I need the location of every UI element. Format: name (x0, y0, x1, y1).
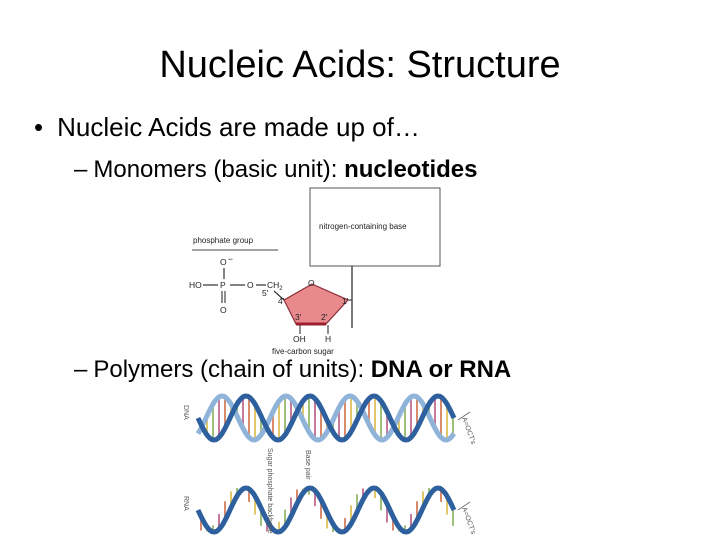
monomers-prefix: Monomers (basic unit): (93, 156, 345, 183)
sugar-ring (283, 283, 350, 325)
sub-bullet-polymers: –Polymers (chain of units): DNA or RNA (74, 356, 511, 384)
base-label: nitrogen-containing base (319, 222, 407, 231)
pos-c5: 5' (262, 288, 269, 298)
base-box (309, 187, 441, 267)
phosphate-label: phosphate group (193, 236, 254, 245)
pos-c1: 1' (342, 296, 349, 306)
atom-o-bridge: O (247, 280, 254, 290)
rna-end-label: A=OCT's (460, 506, 476, 536)
atom-oh: OH (293, 334, 306, 344)
sugar-backbone-label: Sugar phosphate backbone (266, 448, 273, 534)
bullet-dot: • (34, 112, 44, 142)
dash-icon: – (74, 156, 88, 183)
nucleotide-diagram: nitrogen-containing base phosphate group… (189, 187, 441, 356)
dash-icon: – (74, 356, 88, 383)
dna-strands (195, 393, 457, 443)
pos-c2: 2' (321, 312, 328, 322)
sugar-label: five-carbon sugar (272, 347, 334, 356)
dna-end-arrow (457, 411, 471, 421)
polymers-prefix: Polymers (chain of units): (93, 356, 371, 383)
bond-ch2-c4 (273, 290, 285, 301)
rna-label: RNA (182, 496, 189, 511)
polymers-term: DNA or RNA (370, 356, 512, 383)
dna-label: DNA (182, 405, 189, 420)
dna-end-label: A=OCT's (460, 416, 476, 446)
pos-c4: 4' (278, 296, 285, 306)
slide-title: Nucleic Acids: Structure (159, 44, 561, 86)
rna-end-arrow (457, 501, 471, 511)
atom-p: P (220, 280, 226, 290)
atom-ring-o: O (308, 278, 315, 288)
bullet-nucleic-acids: • Nucleic Acids are made up of… (34, 112, 420, 143)
atom-h: H (325, 334, 331, 344)
atom-ho: HO (189, 280, 202, 290)
dna-strand-front (195, 393, 457, 443)
rna-strand (195, 485, 457, 535)
sub-bullet-monomers: –Monomers (basic unit): nucleotides (74, 156, 477, 184)
atom-ch2: CH2 (267, 280, 283, 292)
dna-strand-back (195, 393, 457, 443)
atom-minus-sign: − (228, 254, 233, 264)
bullet-text: Nucleic Acids are made up of… (57, 112, 420, 142)
atom-o-double: O (220, 305, 227, 315)
pos-c3: 3' (295, 312, 302, 322)
helix-diagram: DNA RNA Sugar phosphate backbone Base pa… (182, 393, 477, 536)
base-pair-label: Base pair (304, 450, 311, 480)
monomers-term: nucleotides (344, 156, 478, 183)
rna-backbone (195, 485, 457, 535)
atom-o-minus: O (220, 257, 227, 267)
